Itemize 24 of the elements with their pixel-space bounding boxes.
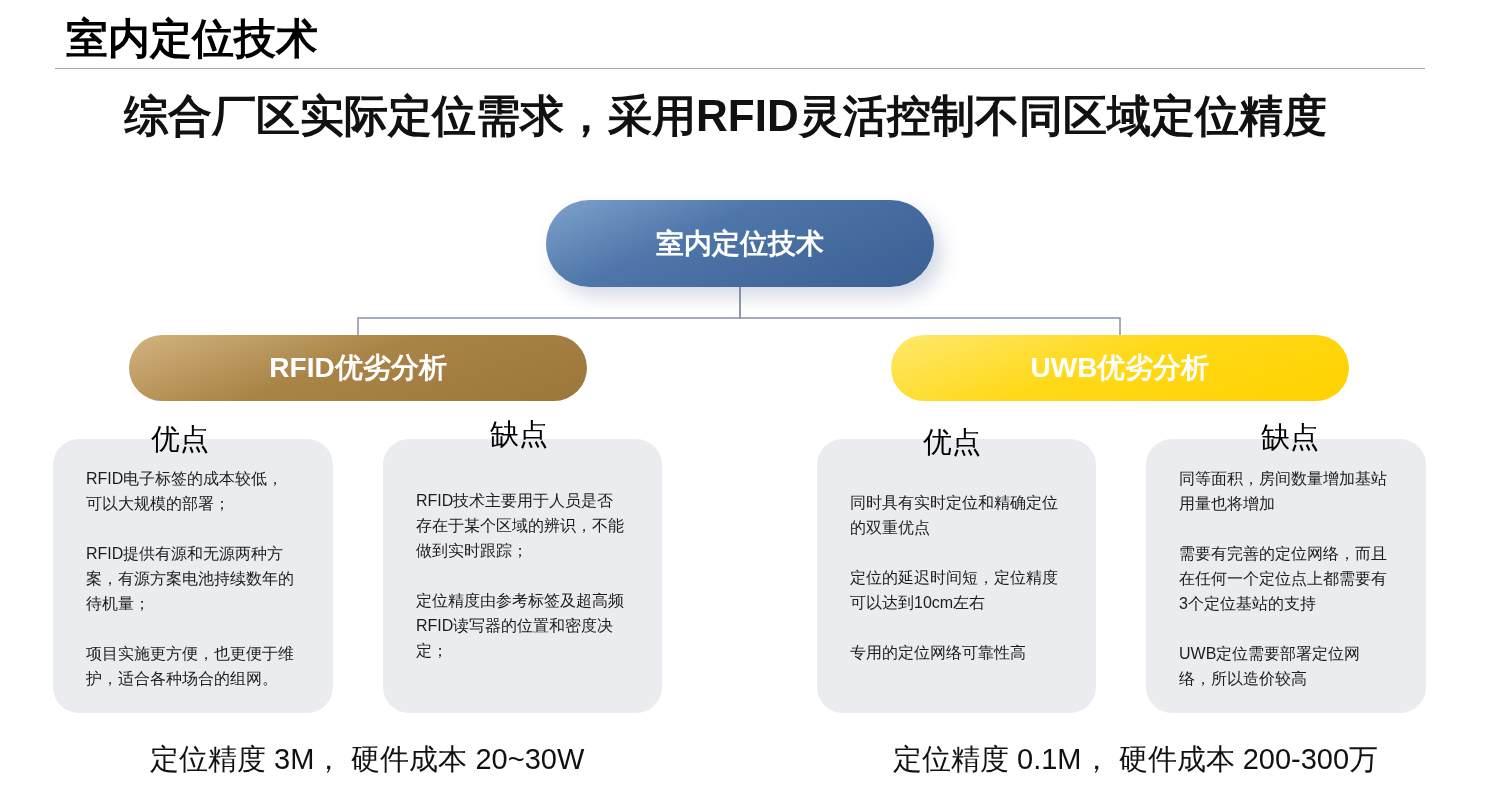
card-paragraph: RFID电子标签的成本较低，可以大规模的部署；	[86, 469, 285, 514]
card-paragraph: 同等面积，房间数量增加基站用量也将增加	[1179, 469, 1388, 514]
pill-label: 室内定位技术	[656, 226, 824, 261]
page-title: 室内定位技术	[66, 14, 318, 64]
topic-pill	[546, 200, 934, 287]
card-paragraph: 项目实施更方便，也更便于维护，适合各种场合的组网。	[86, 644, 295, 689]
card-paragraph: 定位的延迟时间短，定位精度可以达到10cm左右	[850, 568, 1059, 613]
card-paragraph: RFID技术主要用于人员是否存在于某个区域的辨识，不能做到实时跟踪；	[416, 491, 625, 561]
summary-text: 定位精度 0.1M， 硬件成本 200-300万	[893, 742, 1379, 777]
pill-label: RFID优劣分析	[269, 351, 447, 385]
card-heading: 优点	[151, 422, 209, 456]
card-paragraph: 定位精度由参考标签及超高频RFID读写器的位置和密度决定；	[416, 591, 625, 661]
card-heading: 缺点	[1261, 420, 1319, 454]
card-paragraph: RFID提供有源和无源两种方案，有源方案电池持续数年的待机量；	[86, 544, 295, 614]
card-heading: 优点	[922, 425, 981, 459]
card-paragraph: 专用的定位网络可靠性高	[850, 643, 1027, 663]
card-paragraph: UWB定位需要部署定位网络，所以造价较高	[1179, 644, 1362, 689]
card-paragraph: 同时具有实时定位和精确定位的双重优点	[850, 493, 1059, 538]
subtitle-heading: 综合厂区实际定位需求，采用RFID灵活控制不同区域定位精度	[124, 90, 1327, 142]
card-heading: 缺点	[489, 417, 548, 451]
pill-label: UWB优劣分析	[1030, 351, 1210, 385]
connector-line	[739, 286, 1121, 336]
summary-text: 定位精度 3M， 硬件成本 20~30W	[150, 742, 585, 777]
card-paragraph: 需要有完善的定位网络，而且在任何一个定位点上都需要有3个定位基站的支持	[1179, 544, 1388, 614]
